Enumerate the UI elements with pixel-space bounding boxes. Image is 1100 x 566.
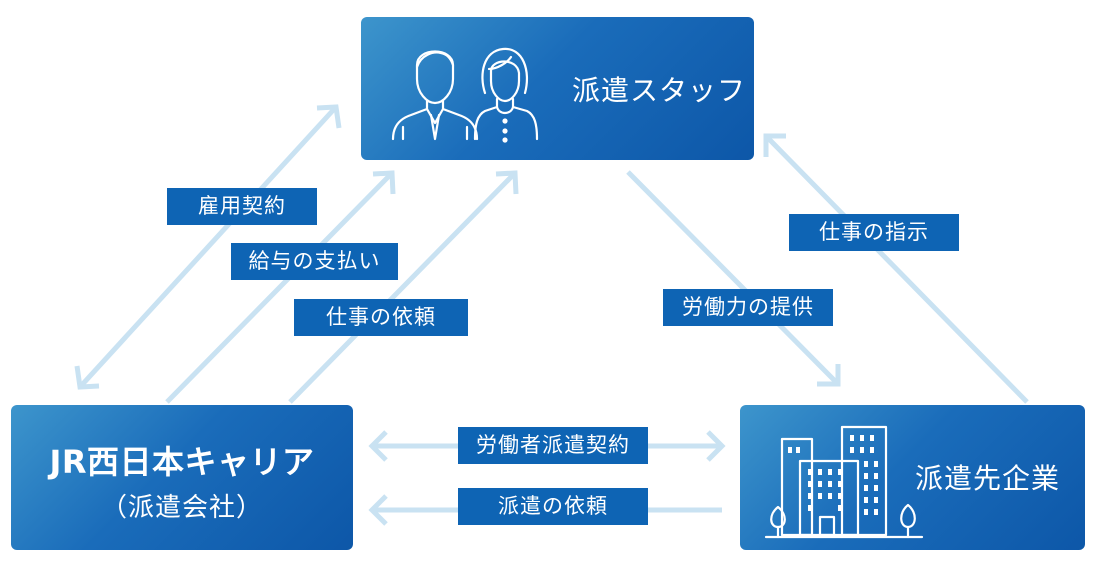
label-labor-supply: 労働力の提供 bbox=[663, 289, 833, 326]
office-buildings-icon bbox=[764, 425, 924, 539]
client-title: 派遣先企業 bbox=[915, 462, 1061, 495]
label-work-request: 仕事の依頼 bbox=[294, 299, 468, 336]
dispatch-company-node: JR西日本キャリア （派遣会社） bbox=[11, 405, 353, 550]
label-dispatch-contract: 労働者派遣契約 bbox=[458, 427, 648, 464]
company-title: JR西日本キャリア bbox=[49, 443, 315, 481]
client-company-node: 派遣先企業 bbox=[740, 405, 1085, 550]
label-salary-payment: 給与の支払い bbox=[231, 243, 398, 280]
staff-node: 派遣スタッフ bbox=[361, 17, 754, 160]
label-work-instruction: 仕事の指示 bbox=[789, 214, 959, 251]
staff-people-icon bbox=[391, 47, 539, 143]
company-subtitle: （派遣会社） bbox=[100, 493, 263, 523]
staff-title: 派遣スタッフ bbox=[572, 74, 747, 107]
arrow-labor-supply bbox=[626, 170, 841, 387]
arrow-employment-contract bbox=[74, 104, 342, 390]
label-employment-contract: 雇用契約 bbox=[167, 188, 317, 225]
arrow-salary-payment bbox=[165, 170, 396, 404]
arrow-work-instruction bbox=[763, 133, 1029, 404]
label-dispatch-request: 派遣の依頼 bbox=[458, 488, 648, 525]
arrow-work-request bbox=[288, 170, 519, 404]
